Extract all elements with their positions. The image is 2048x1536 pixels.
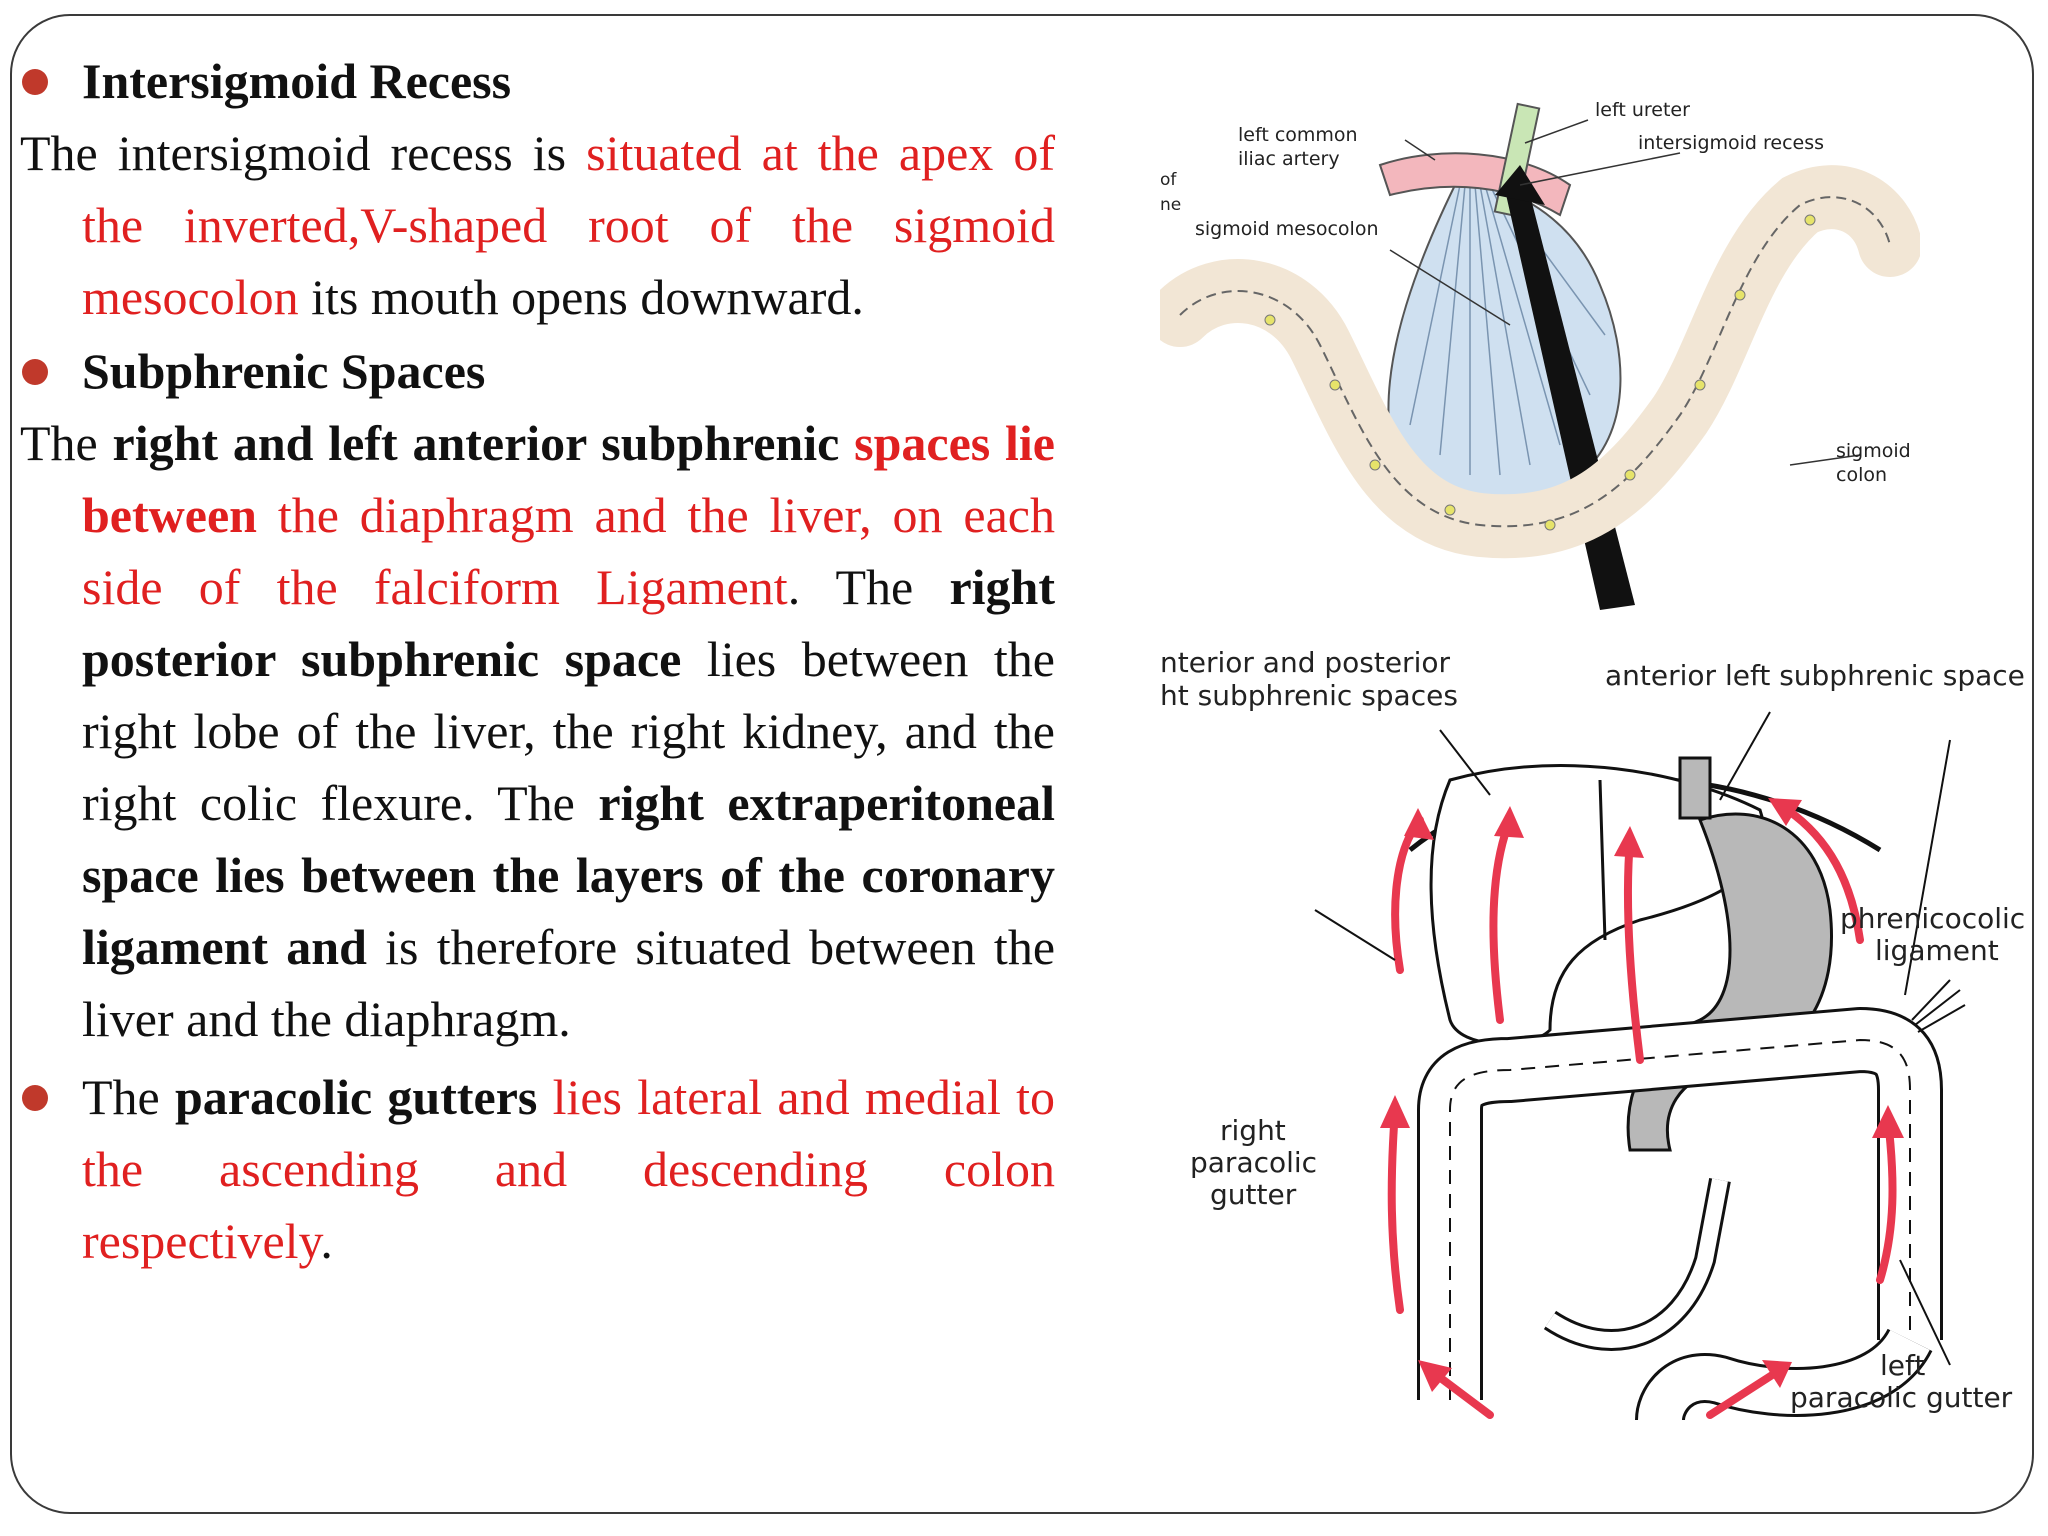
bullet-icon — [22, 1085, 48, 1111]
label-right-3: gutter — [1210, 1178, 1297, 1211]
phrenicocolic-ligament — [1911, 979, 1966, 1033]
leader-lines — [1389, 119, 1861, 466]
label-right-2: paracolic — [1190, 1146, 1317, 1179]
ileum-fill — [1545, 1178, 1728, 1348]
leader-lines — [1314, 711, 1951, 1366]
slide-frame — [10, 14, 2034, 1514]
colon-fill — [1420, 1010, 1940, 1400]
bullet-icon — [22, 359, 48, 385]
label-iliac-artery: iliac artery — [1238, 148, 1340, 170]
bullet-icon — [22, 69, 48, 95]
label-ant-post-2: ht subphrenic spaces — [1160, 679, 1458, 712]
appendices — [1264, 214, 1816, 531]
esophagus-shape — [1678, 756, 1712, 820]
label-left-ureter: left ureter — [1595, 99, 1690, 121]
label-ant-left: anterior left subphrenic space — [1605, 659, 2025, 692]
label-fragment-ne: ne — [1160, 195, 1181, 215]
paragraph-subphrenic: The right and left anterior subphrenic s… — [20, 415, 1056, 1047]
heading-subphrenic: Subphrenic Spaces — [20, 335, 1055, 407]
label-intersigmoid-recess: intersigmoid recess — [1638, 132, 1824, 154]
ileum-outline — [1543, 1177, 1731, 1351]
label-colon: colon — [1836, 464, 1887, 486]
text-column: Intersigmoid Recess The intersigmoid rec… — [20, 45, 1055, 1277]
subphrenic-figure: nterior and posterior ht subphrenic spac… — [1160, 646, 2025, 1420]
label-sigmoid-mesocolon: sigmoid mesocolon — [1195, 218, 1379, 240]
label-right-1: right — [1220, 1114, 1286, 1147]
label-phrenicocolic-1: phrenicocolic — [1840, 902, 2025, 935]
label-ant-post-1: nterior and posterior — [1160, 646, 1450, 679]
paragraph-paracolic: The paracolic gutters lies lateral and m… — [20, 1061, 1055, 1277]
heading-intersigmoid: Intersigmoid Recess — [20, 45, 1055, 117]
intersigmoid-recess-figure: left ureter left common iliac artery int… — [1160, 99, 1920, 610]
label-left-2: paracolic gutter — [1790, 1381, 2013, 1414]
liver-shape — [1429, 764, 1766, 1046]
label-fragment-of: of — [1160, 170, 1177, 190]
falciform-ligament — [1598, 779, 1607, 941]
arrowhead-icons — [1380, 798, 1904, 1392]
label-sigmoid: sigmoid — [1836, 440, 1911, 462]
sigmoid-colon-fill — [1160, 165, 1920, 559]
label-left-common: left common — [1238, 124, 1358, 146]
label-phrenicocolic-2: ligament — [1875, 934, 1999, 967]
paragraph-intersigmoid: The intersigmoid recess is situated at t… — [20, 125, 1055, 325]
sigmoid-fill — [1638, 1328, 1930, 1420]
label-left-1: left — [1880, 1349, 1925, 1382]
